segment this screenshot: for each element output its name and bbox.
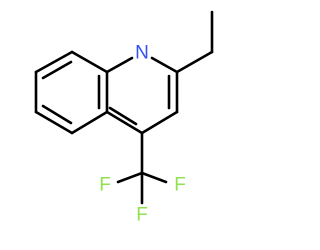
bond-cf3-f-left xyxy=(116,171,144,184)
bond-cf3-f-right xyxy=(140,171,168,184)
bond-c8a-c8 xyxy=(70,50,109,74)
atom-nitrogen-label: N xyxy=(135,43,149,64)
bond-c5-c4a xyxy=(70,110,109,135)
bond-c8-c7-inner xyxy=(41,60,73,80)
bond-c4-c4a xyxy=(105,110,144,135)
bond-c4-c4a-inner xyxy=(108,106,138,126)
bond-c6-c5-inner xyxy=(41,104,73,125)
atom-fluorine-left-label: F xyxy=(99,175,111,196)
bond-c6-c5 xyxy=(34,110,74,135)
bond-c3-c4 xyxy=(140,110,179,135)
bond-c8-c7 xyxy=(34,50,74,74)
bond-c2-ethyl-ch2 xyxy=(175,50,214,74)
bond-n1-c2 xyxy=(150,56,179,74)
structure-drawing: N F F F xyxy=(34,10,214,226)
atom-fluorine-bottom-label: F xyxy=(136,205,148,226)
bond-c8a-n1 xyxy=(105,56,134,74)
molecule-canvas: N F F F xyxy=(34,10,214,226)
atom-fluorine-right-label: F xyxy=(174,175,186,196)
